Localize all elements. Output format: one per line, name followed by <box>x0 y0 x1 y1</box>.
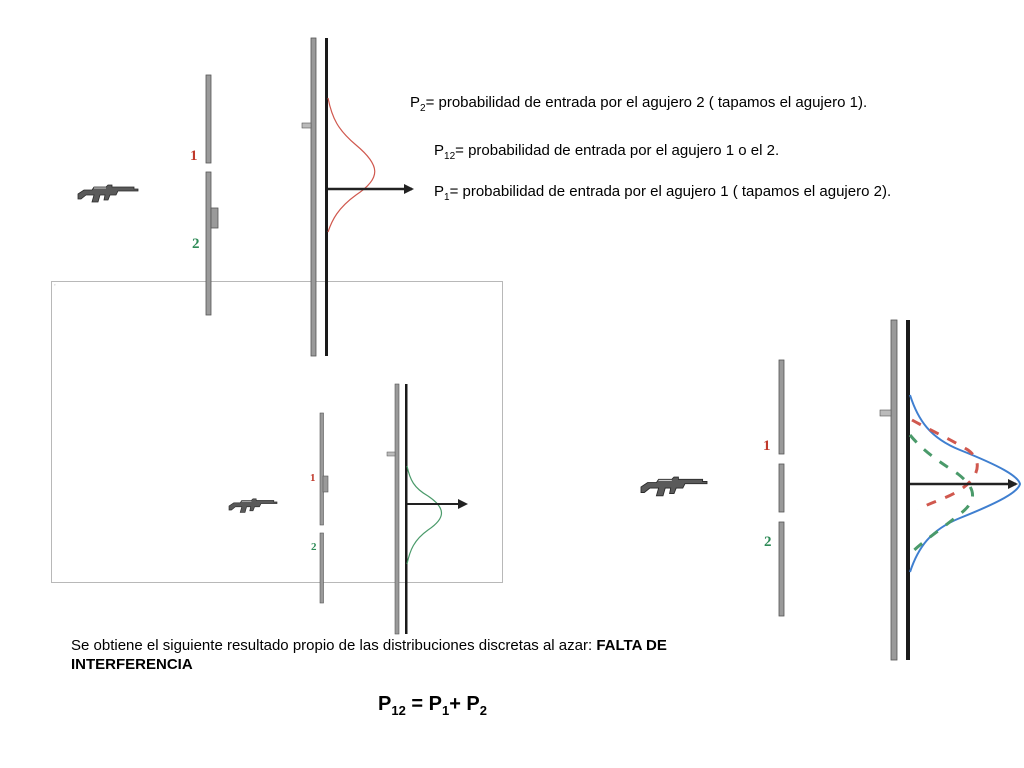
right-hole-1-label: 1 <box>763 438 771 454</box>
caption-p2: P2= probabilidad de entrada por el aguje… <box>410 94 867 114</box>
right-slit-wall-top <box>778 359 785 455</box>
inset-hole-2-label: 2 <box>311 541 317 553</box>
detector-probe <box>301 122 312 129</box>
inset-slit-wall-top <box>319 412 324 526</box>
inset-slit-wall-bottom <box>319 532 324 604</box>
conclusion-text: Se obtiene el siguiente resultado propio… <box>71 636 771 674</box>
inset-hole-1-label: 1 <box>310 472 316 484</box>
caption-p12: P12= probabilidad de entrada por el aguj… <box>434 142 779 162</box>
conclusion-plain: Se obtiene el siguiente resultado propio… <box>71 637 597 654</box>
slit-wall-bottom-segment <box>205 171 212 316</box>
inset-frame <box>51 281 503 583</box>
formula: P12 = P1+ P2 <box>378 693 487 718</box>
slit-cover <box>210 207 219 229</box>
inset-detector-wall <box>394 383 400 635</box>
formula-equals: = P <box>405 693 442 715</box>
component-curve-green <box>908 434 974 554</box>
inset-rifle-icon <box>228 498 278 513</box>
formula-plus: + P <box>449 693 480 715</box>
detector-wall <box>310 37 317 357</box>
right-rifle-icon <box>640 476 708 497</box>
top-diagram: 1 2 <box>77 37 414 357</box>
conclusion-bold: FALTA DE INTERFERENCIA <box>71 637 667 673</box>
probability-curve-red <box>327 97 376 233</box>
inset-detector-screen <box>405 384 408 634</box>
probability-curve-sum <box>909 394 1022 573</box>
hole-2-label: 2 <box>192 236 200 252</box>
probability-curve-green <box>406 465 443 565</box>
p1-subscript: 1 <box>444 192 450 203</box>
inset-detector-probe <box>386 451 396 457</box>
inset-diagram: 1 2 <box>228 383 468 635</box>
right-detector-screen <box>906 320 910 660</box>
p12-subscript: 12 <box>444 151 456 162</box>
p12-description: = probabilidad de entrada por el agujero… <box>455 142 780 159</box>
formula-sub-1: 1 <box>441 703 450 718</box>
right-hole-2-label: 2 <box>764 534 772 550</box>
right-diagram: 1 2 <box>640 319 1022 661</box>
right-detector-wall <box>890 319 898 661</box>
p2-description: = probabilidad de entrada por el agujero… <box>425 94 868 111</box>
p1-description: = probabilidad de entrada por el agujero… <box>449 183 892 200</box>
detector-screen <box>325 38 328 356</box>
slit-wall-top-segment <box>205 74 212 164</box>
component-curve-red <box>911 418 979 512</box>
p1-symbol: P <box>434 183 445 200</box>
p2-symbol: P <box>410 94 421 111</box>
rifle-icon <box>77 184 139 203</box>
inset-frame-caption: ▫ <box>54 282 56 287</box>
formula-p: P <box>378 693 392 715</box>
caption-p1: P1= probabilidad de entrada por el aguje… <box>434 183 891 203</box>
inset-slit-cover <box>322 475 329 493</box>
right-slit-wall-bottom <box>778 521 785 617</box>
p2-subscript: 2 <box>420 103 426 114</box>
right-detector-probe <box>879 409 892 417</box>
formula-sub-2: 2 <box>479 703 487 718</box>
formula-sub-12: 12 <box>391 703 406 718</box>
hole-1-label: 1 <box>190 148 198 164</box>
p12-symbol: P <box>434 142 445 159</box>
right-slit-wall-middle <box>778 463 785 513</box>
